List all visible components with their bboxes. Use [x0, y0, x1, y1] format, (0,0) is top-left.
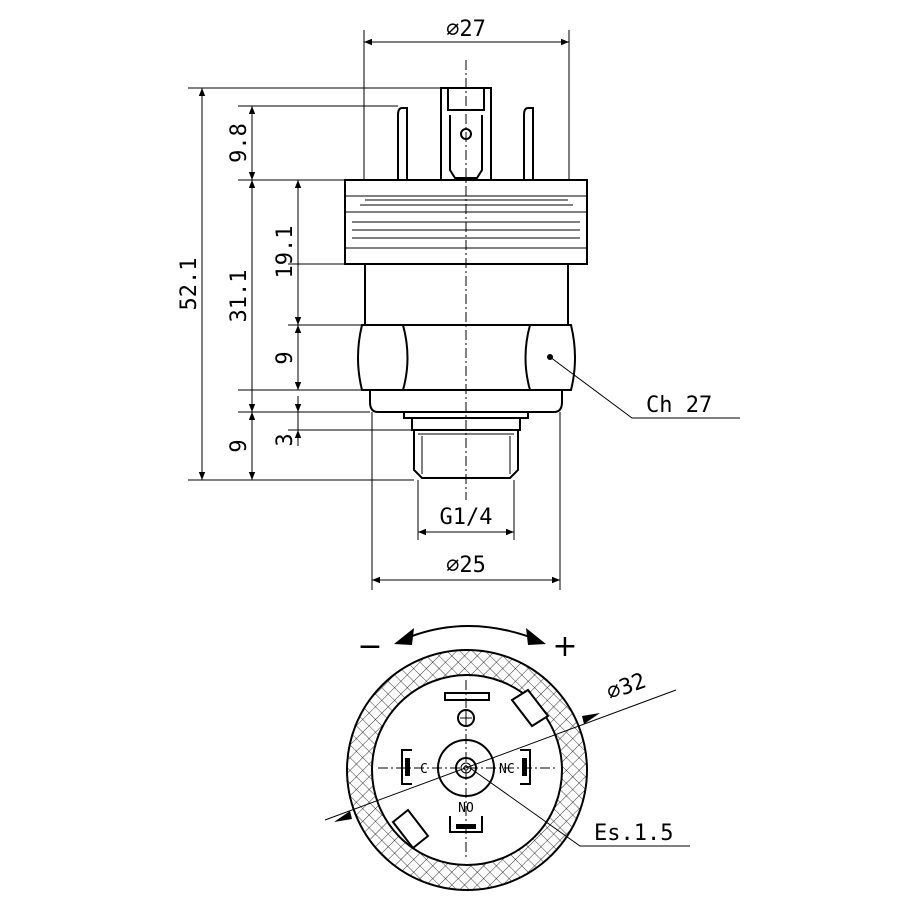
- threaded-port: [369, 390, 563, 479]
- dim-dia-bottom: ⌀25: [371, 412, 561, 590]
- dim-dia-bottom-label: ⌀25: [446, 553, 486, 578]
- adjust-arrow: − +: [357, 625, 578, 664]
- dim-terminal-height: 9.8: [227, 106, 256, 180]
- dim-screw: Es.1.5: [469, 767, 690, 847]
- terminal-no-label: NO: [458, 801, 474, 816]
- dim-collar-height: 3: [273, 396, 302, 447]
- terminal-common: C: [401, 749, 428, 785]
- dim-height-total: 52.1: [177, 88, 206, 480]
- adjust-plus: +: [552, 629, 577, 664]
- terminal-no: NO: [449, 801, 483, 833]
- dim-connector-height: 19.1: [273, 180, 302, 325]
- terminal-nc-label: NC: [499, 762, 515, 777]
- dim-hex-size: Ch 27: [549, 356, 740, 419]
- dim-height-total-label: 52.1: [177, 258, 202, 311]
- terminal-nc: NC: [499, 749, 531, 785]
- adjust-minus: −: [357, 629, 382, 664]
- top-view: − + C: [324, 625, 690, 891]
- dim-connector-label: 19.1: [273, 226, 298, 279]
- dim-terminal-label: 9.8: [227, 123, 252, 163]
- dim-body-height: 31.1: [227, 180, 256, 412]
- dim-screw-label: Es.1.5: [594, 821, 673, 846]
- dim-thread-size-label: G1/4: [440, 505, 493, 530]
- dim-hex-label: 9: [273, 351, 298, 364]
- dim-hex-height: 9: [273, 325, 302, 390]
- dim-hex-size-label: Ch 27: [646, 393, 712, 418]
- dim-dia-view-label: ⌀32: [604, 669, 650, 706]
- terminal-top: [444, 692, 490, 727]
- dim-dia-top-label: ⌀27: [446, 17, 486, 42]
- terminal-common-label: C: [420, 762, 428, 777]
- dim-body-label: 31.1: [227, 270, 252, 323]
- dim-thread-size: G1/4: [417, 480, 515, 540]
- ring-notches: [391, 688, 550, 850]
- extension-lines: [188, 87, 441, 481]
- side-view: ⌀27 52.1 9 9.8: [177, 17, 740, 590]
- dim-thread-label: 9: [227, 439, 252, 452]
- dim-collar-label: 3: [273, 433, 298, 446]
- dim-thread-height: 9: [227, 412, 256, 480]
- dim-dia-top: ⌀27: [363, 17, 570, 180]
